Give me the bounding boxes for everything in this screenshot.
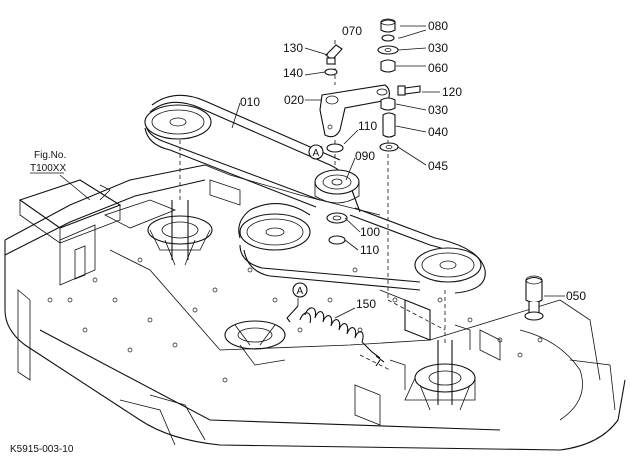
callout-045: 045 — [428, 159, 448, 173]
leader-lines — [59, 25, 565, 319]
callout-020: 020 — [284, 93, 304, 107]
mower-deck — [4, 164, 626, 451]
callout-080: 080 — [428, 19, 448, 33]
pulley-right — [414, 247, 482, 283]
callout-140: 140 — [283, 66, 303, 80]
spindle-center — [224, 320, 286, 366]
spindle-left — [147, 200, 213, 266]
svg-text:A: A — [313, 148, 320, 159]
spindle-right — [404, 340, 476, 411]
callout-050: 050 — [566, 289, 586, 303]
svg-text:A: A — [297, 286, 304, 297]
callout-labels: 010 020 030 060 030 040 045 050 070 080 … — [240, 19, 586, 311]
callout-110-upper: 110 — [358, 119, 377, 133]
washer-070 — [381, 34, 395, 42]
reference-marker-a-lower: A — [292, 282, 308, 298]
callout-030-lower: 030 — [428, 103, 448, 117]
bracket-right — [354, 289, 501, 426]
callout-130: 130 — [283, 41, 303, 55]
callout-010: 010 — [240, 95, 260, 109]
callout-070: 070 — [342, 24, 362, 38]
callout-150: 150 — [356, 297, 376, 311]
nut-080 — [380, 18, 396, 33]
idler-pulley — [314, 169, 360, 224]
pulley-left — [144, 104, 212, 140]
snap-ring-110-upper — [326, 143, 344, 153]
grease-fitting-130 — [325, 44, 343, 65]
washer-140 — [324, 68, 338, 76]
reference-marker-a-upper: A — [308, 144, 324, 160]
callout-030-upper: 030 — [428, 41, 448, 55]
figref-line1: Fig.No. — [34, 150, 66, 161]
washer-045 — [379, 142, 399, 152]
callout-120: 120 — [442, 85, 462, 99]
drawing-code: K5915-003-10 — [10, 444, 74, 455]
tension-arm — [319, 84, 391, 138]
callout-100: 100 — [360, 225, 380, 239]
callout-110-lower: 110 — [360, 243, 379, 257]
spring-150 — [286, 305, 385, 367]
bushing-030-lower — [380, 97, 396, 111]
figref-line2: T100XX — [30, 163, 66, 174]
figure-reference: Fig.No. T100XX — [30, 150, 66, 174]
bolt-120 — [397, 85, 421, 96]
callout-060: 060 — [428, 61, 448, 75]
callout-090: 090 — [355, 149, 375, 163]
snap-ring-110-lower — [328, 235, 346, 245]
washer-060 — [377, 45, 399, 55]
bushing-030-upper — [380, 59, 396, 73]
bolt-050 — [524, 275, 544, 321]
callout-040: 040 — [428, 125, 448, 139]
deck-holes — [47, 257, 543, 383]
pulley-middle — [239, 213, 311, 251]
collar-040 — [382, 112, 396, 138]
